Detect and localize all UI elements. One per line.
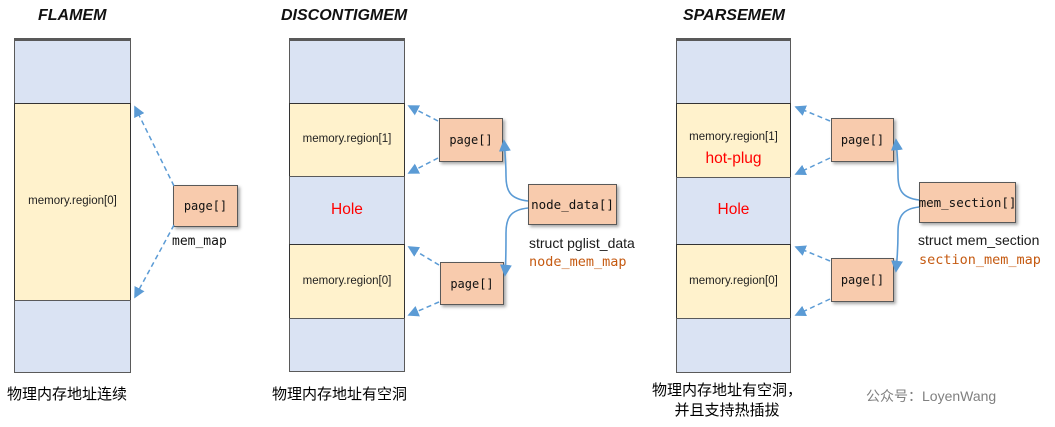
discontigmem-region1-block: memory.region[1] [289, 103, 405, 177]
discontigmem-node-data-label: node_data[] [531, 197, 614, 212]
sparsemem-title: SPARSEMEM [683, 7, 785, 24]
sparsemem-page0-arrow-bottom [794, 298, 831, 317]
discontigmem-page0-arrow-bottom [407, 301, 440, 317]
sparsemem-region1-label: memory.region[1] [689, 131, 778, 143]
discontigmem-page1-box: page[] [439, 118, 503, 162]
sparsemem-page1-box: page[] [831, 118, 894, 162]
sparsemem-hotplug-label: hot-plug [705, 150, 762, 167]
flatmem-map-arrow-top [134, 105, 175, 187]
sparsemem-block-bottom [676, 318, 791, 373]
discontigmem-mem-map-label: node_mem_map [529, 254, 627, 270]
sparsemem-block-top [676, 38, 791, 104]
flatmem-block-top [14, 38, 131, 104]
sparsemem-mem-map-label: section_mem_map [919, 252, 1041, 268]
discontigmem-caption: 物理内存地址有空洞 [272, 386, 408, 403]
sparsemem-struct-label: struct mem_section [918, 232, 1040, 248]
discontigmem-page1-arrow-top [407, 105, 439, 122]
flatmem-page-box: page[] [173, 185, 238, 227]
sparsemem-region0-block: memory.region[0] [676, 244, 791, 319]
sparsemem-mem-section-box: mem_section[] [919, 182, 1016, 223]
sparsemem-hole-label: Hole [717, 201, 750, 218]
discontigmem-block-top [289, 38, 405, 104]
flatmem-region0-block: memory.region[0] [14, 103, 131, 301]
discontigmem-page0-box: page[] [440, 262, 504, 305]
flatmem-page-label: page[] [183, 199, 228, 213]
flatmem-caption: 物理内存地址连续 [7, 386, 128, 403]
discontigmem-page0-label: page[] [450, 276, 494, 291]
flatmem-block-bottom [14, 300, 131, 373]
sparsemem-page0-label: page[] [840, 273, 885, 287]
discontigmem-region0-label: memory.region[0] [302, 275, 392, 287]
flatmem-region0-label: memory.region[0] [28, 195, 117, 207]
sparsemem-caption-line1: 物理内存地址有空洞， [651, 382, 802, 399]
discontigmem-struct-label: struct pglist_data [529, 235, 635, 251]
sparsemem-region1-block: memory.region[1] hot-plug [676, 103, 791, 178]
sparsemem-mem-section-arrow-up [890, 138, 920, 201]
sparsemem-mem-section-arrow-down [891, 206, 920, 273]
sparsemem-hole-block: Hole [676, 177, 791, 245]
discontigmem-region1-label: memory.region[1] [302, 133, 392, 145]
discontigmem-page1-label: page[] [449, 133, 493, 147]
watermark-text: 公众号：LoyenWang [866, 388, 997, 404]
discontigmem-node-data-arrow-down [499, 207, 529, 277]
discontigmem-block-bottom [289, 318, 405, 372]
discontigmem-hole-label: Hole [331, 201, 363, 218]
sparsemem-caption-line2: 并且支持热插拔 [674, 402, 780, 419]
discontigmem-page0-arrow-top [407, 246, 440, 266]
discontigmem-hole-block: Hole [289, 176, 405, 245]
sparsemem-page0-box: page[] [831, 258, 894, 302]
discontigmem-title: DISCONTIGMEM [281, 7, 408, 24]
sparsemem-page1-arrow-top [794, 105, 831, 122]
sparsemem-page0-arrow-top [794, 245, 831, 262]
sparsemem-region0-label: memory.region[0] [689, 275, 778, 287]
sparsemem-mem-section-label: mem_section[] [918, 195, 1017, 210]
discontigmem-node-data-arrow-up [498, 139, 529, 202]
flatmem-map-arrow-bottom [134, 224, 175, 299]
discontigmem-page1-arrow-bottom [407, 157, 439, 174]
flatmem-title: FLAMEM [38, 7, 107, 24]
sparsemem-page1-arrow-bottom [794, 157, 831, 176]
discontigmem-region0-block: memory.region[0] [289, 244, 405, 319]
sparsemem-page1-label: page[] [840, 133, 885, 147]
flatmem-mem-map-label: mem_map [172, 234, 227, 249]
discontigmem-node-data-box: node_data[] [528, 184, 617, 225]
